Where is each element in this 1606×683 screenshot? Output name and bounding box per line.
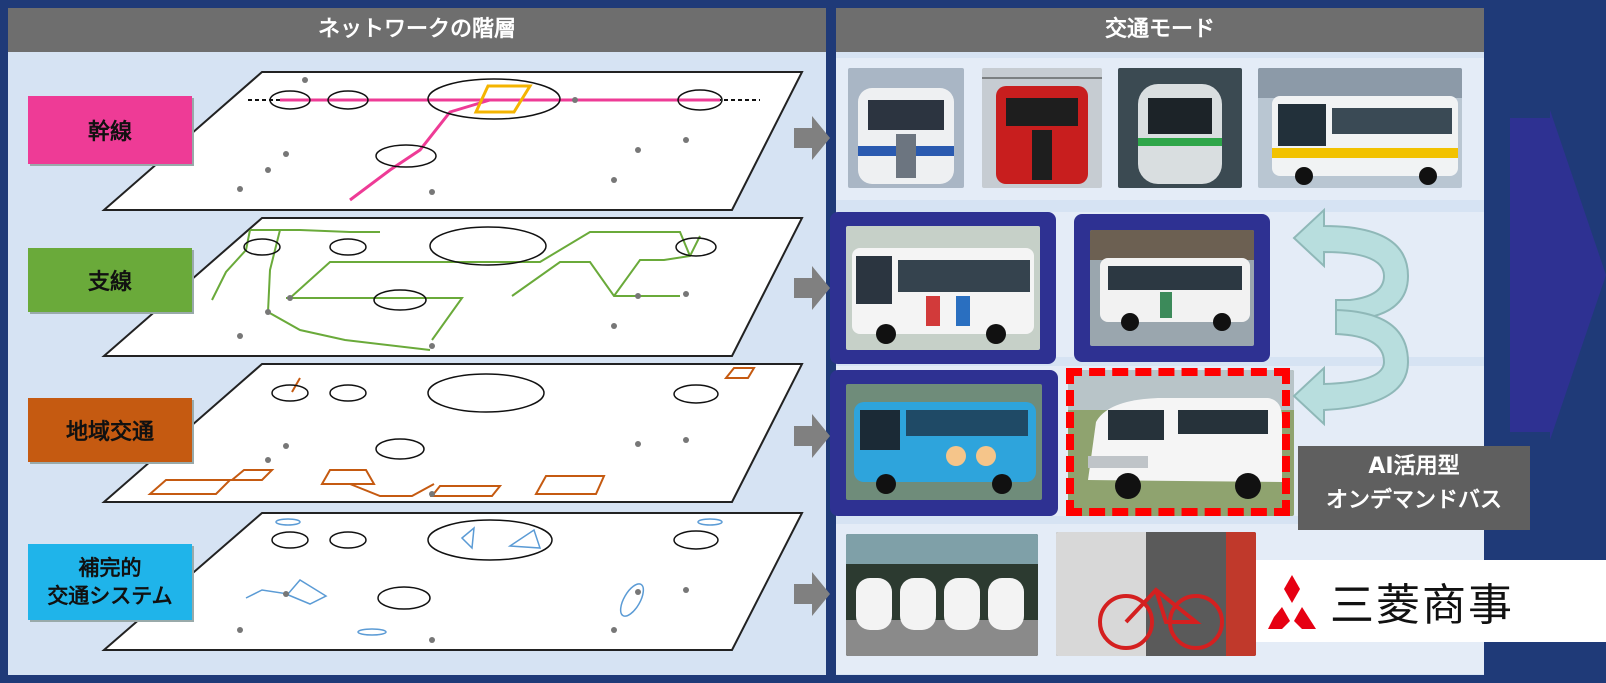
network-hierarchy-header: ネットワークの階層 bbox=[8, 8, 826, 52]
mitsubishi-logo: 三菱商事 bbox=[1256, 560, 1606, 642]
micro-ev-photo bbox=[846, 534, 1038, 656]
ai-bus-dashed-frame bbox=[1066, 368, 1290, 516]
train-photo-1 bbox=[848, 68, 964, 188]
curved-double-arrow-icon bbox=[1292, 207, 1410, 427]
ai-ondemand-bus-photo bbox=[1068, 370, 1294, 516]
trunk-network-plane bbox=[101, 71, 804, 211]
mode-arrows bbox=[794, 116, 830, 616]
gray-right-arrow-icon bbox=[794, 414, 830, 458]
bus-photo-route-1 bbox=[846, 226, 1040, 350]
transport-mode-header: 交通モード bbox=[836, 8, 1484, 52]
layer-label-local-text: 地域交通 bbox=[65, 420, 154, 445]
gray-right-arrow-icon bbox=[794, 572, 830, 616]
branch-network-plane bbox=[101, 217, 804, 357]
big-right-arrow-icon bbox=[1510, 110, 1606, 440]
network-planes bbox=[101, 71, 804, 651]
supplementary-network-plane bbox=[101, 512, 804, 651]
logo-text: 三菱商事 bbox=[1330, 580, 1514, 631]
three-diamonds-icon bbox=[1268, 575, 1316, 629]
layer-label-branch: 支線 bbox=[28, 248, 192, 312]
bus-photo-articulated bbox=[1258, 68, 1462, 188]
community-bus-photo bbox=[846, 384, 1042, 500]
local-network-plane bbox=[101, 363, 804, 503]
layer-label-supplementary: 補完的 交通システム bbox=[28, 544, 192, 620]
layer-label-trunk: 幹線 bbox=[28, 96, 192, 164]
gray-right-arrow-icon bbox=[794, 266, 830, 310]
layer-label-branch-text: 支線 bbox=[87, 270, 132, 295]
train-photo-2 bbox=[982, 68, 1102, 188]
layer-label-supplementary-text: 補完的 交通システム bbox=[47, 556, 173, 608]
layer-label-trunk-text: 幹線 bbox=[87, 120, 132, 145]
ai-ondemand-bus-label-text: AI活用型 オンデマンドバス bbox=[1325, 454, 1502, 513]
gray-right-arrow-icon bbox=[794, 116, 830, 160]
bus-photo-route-2 bbox=[1090, 230, 1254, 346]
shared-bicycle-photo bbox=[1056, 532, 1256, 656]
ai-ondemand-bus-label: AI活用型 オンデマンドバス bbox=[1298, 446, 1530, 530]
train-photo-3 bbox=[1118, 68, 1242, 188]
layer-label-local: 地域交通 bbox=[28, 398, 192, 462]
